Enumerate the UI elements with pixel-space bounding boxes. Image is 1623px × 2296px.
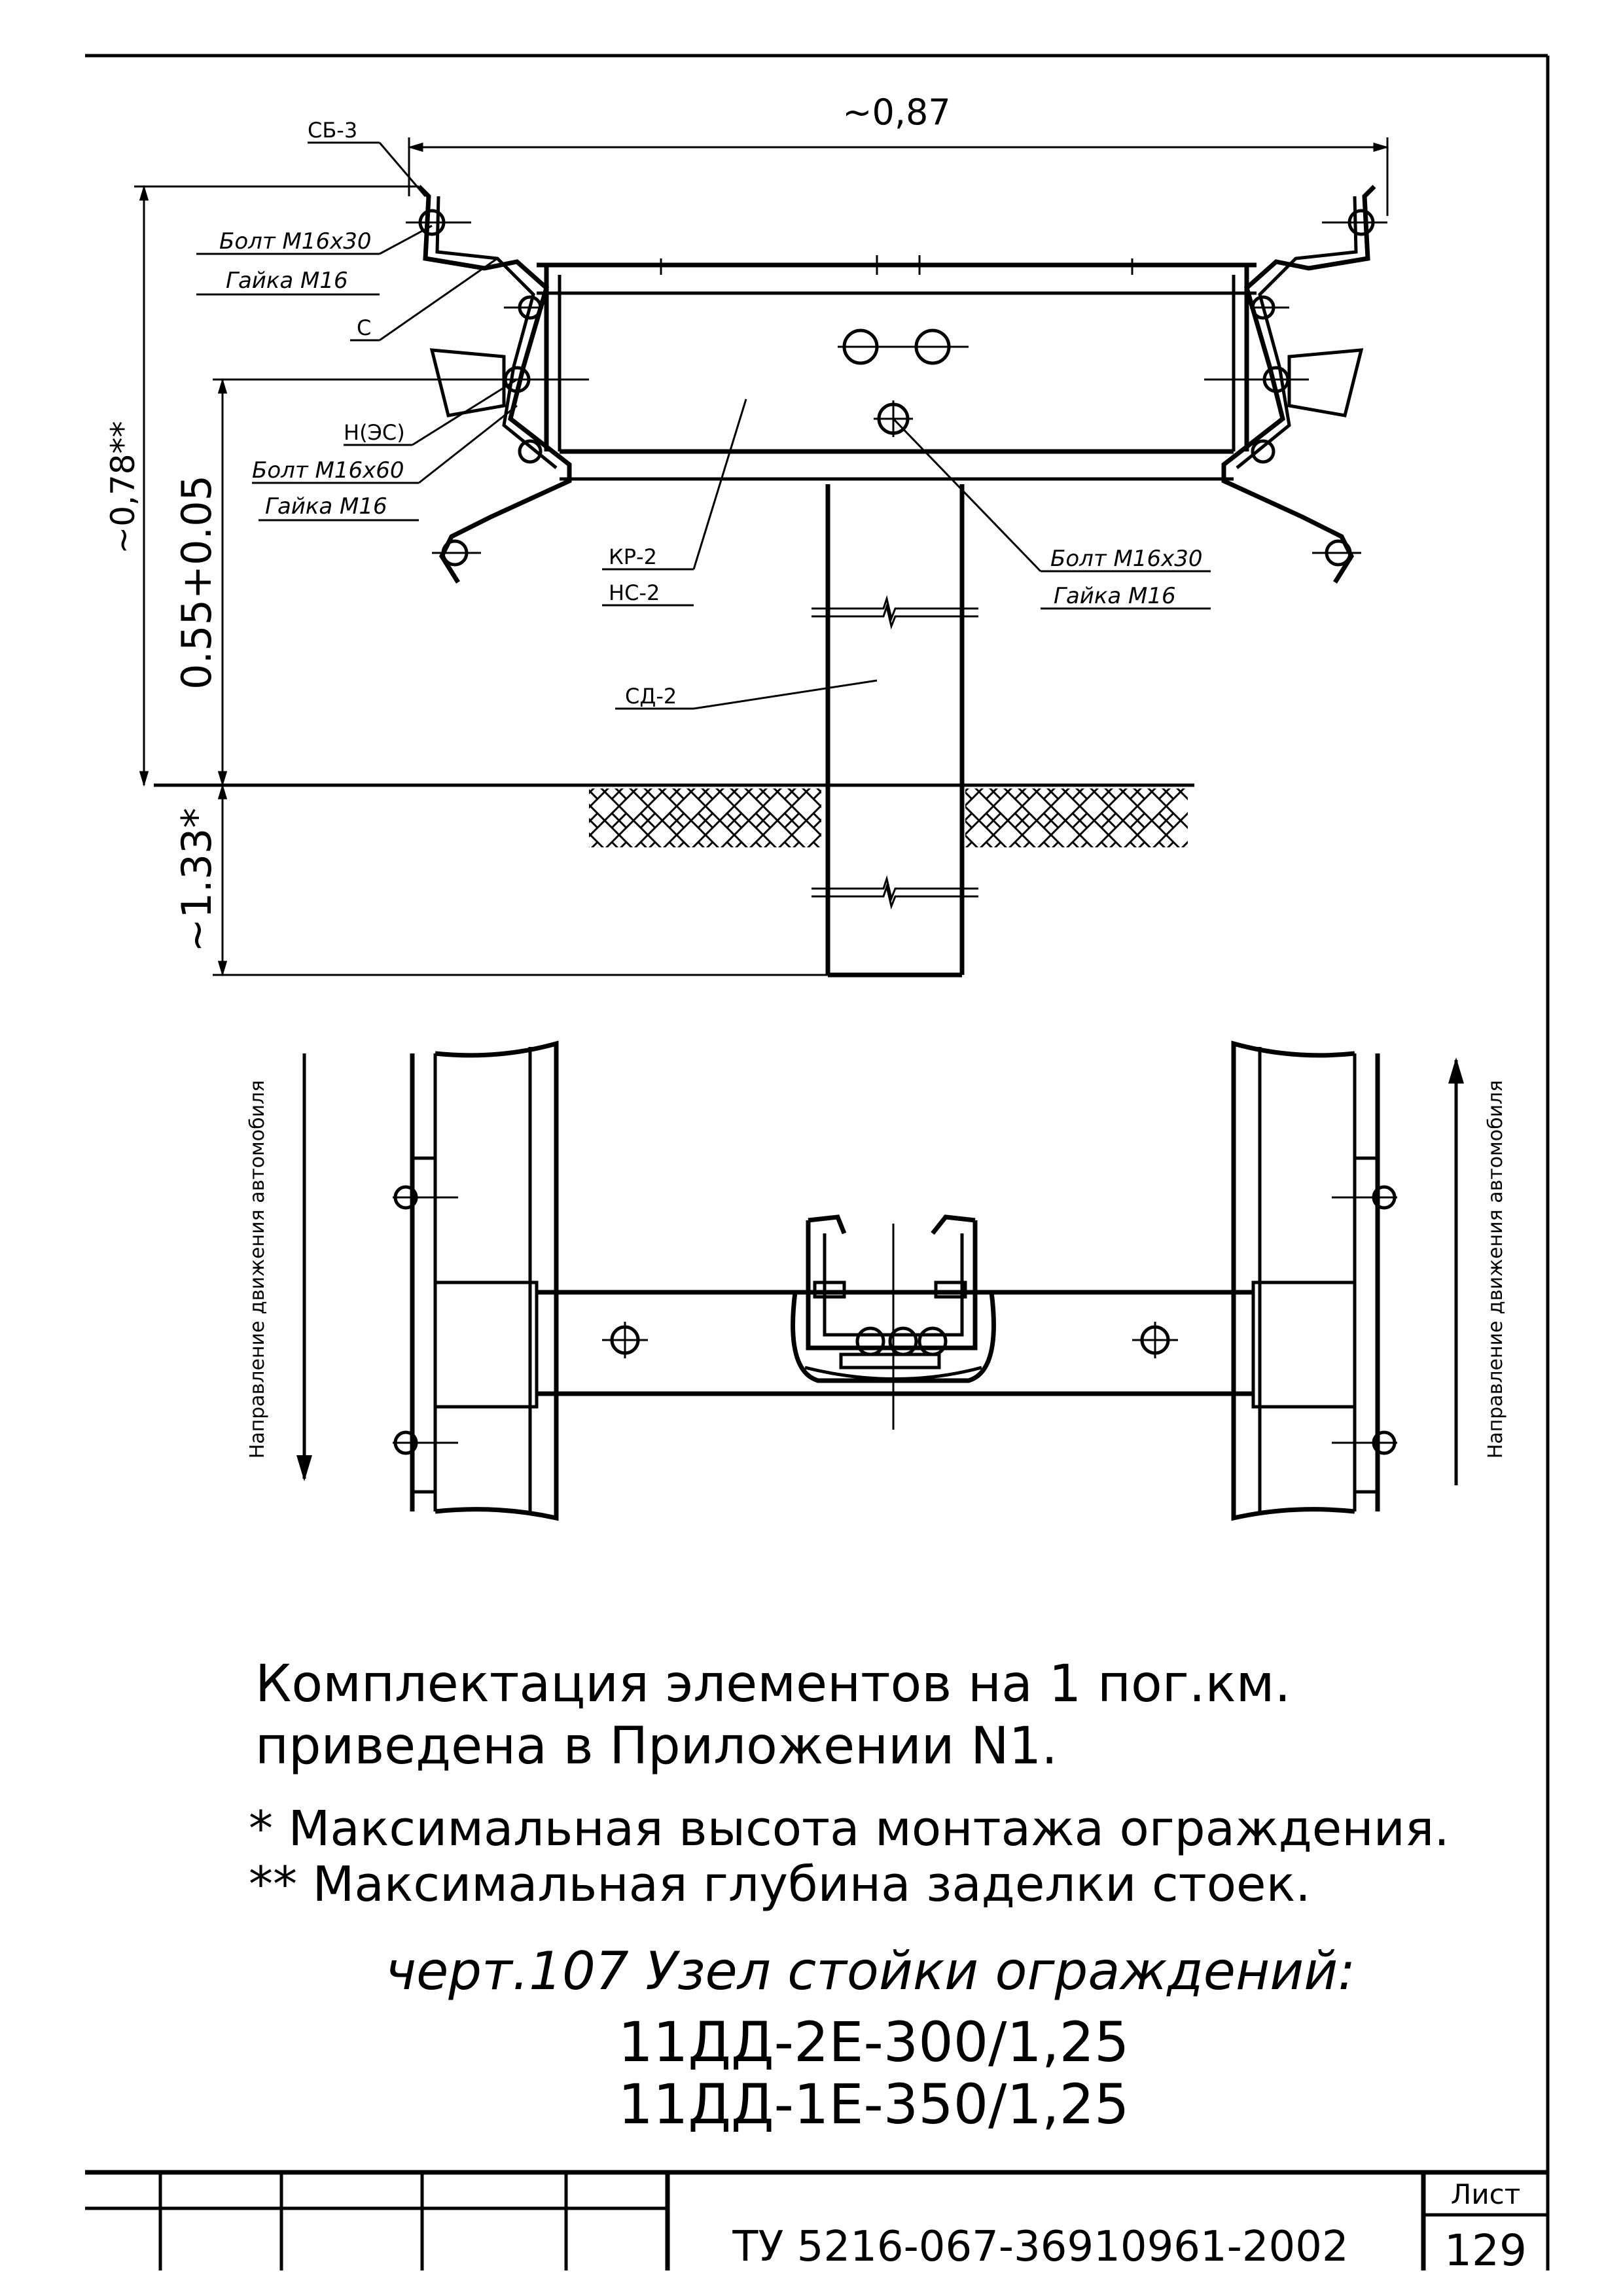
sheet-label: Лист: [1451, 2178, 1520, 2210]
dim-embed-depth: ~1.33*: [173, 783, 828, 977]
plan-view: Направление движения автомобиля Направле…: [246, 1040, 1507, 1521]
dim-top-width: ~0,87: [407, 92, 1389, 216]
callout-kr2: КР-2: [609, 544, 657, 569]
drawing-code2: 11ДД-1Е-350/1,25: [618, 2072, 1130, 2136]
dim-total-height-label: ~0,78**: [104, 421, 142, 554]
callout-nut-top: Гайка М16: [226, 268, 348, 294]
drawing-code1: 11ДД-2Е-300/1,25: [618, 2010, 1130, 2074]
callout-bolt-mid: Болт М16х60: [252, 457, 404, 484]
callout-bolt-top: Болт М16х30: [219, 228, 371, 255]
soil-hatch-left: [589, 788, 821, 847]
note-line2: приведена в Приложении N1.: [255, 1717, 1058, 1776]
title-block: ТУ 5216-067-36910961-2002 Лист 129: [85, 2170, 1548, 2276]
callout-sb3: СБ-3: [308, 118, 357, 143]
plan-crossbar: [433, 1280, 1357, 1409]
dim-total-height: ~0,78**: [104, 185, 419, 787]
callout-bolt-right: Болт М16х30: [1050, 546, 1202, 572]
cross-section-view: ~0,87 ~0,78** 0.55+0.05 ~1.33*: [104, 92, 1389, 978]
direction-label-right: Направление движения автомобиля: [1484, 1080, 1507, 1459]
dim-rail-height: 0.55+0.05: [173, 378, 497, 787]
callout-leaders: [196, 141, 1211, 710]
post-sd2: [812, 484, 978, 978]
dim-embed-depth-label: ~1.33*: [173, 808, 221, 953]
callout-c: С: [357, 315, 371, 340]
note-line1: Комплектация элементов на 1 пог.км.: [255, 1655, 1291, 1714]
sheet-number: 129: [1444, 2225, 1527, 2276]
right-rail-profile: [1204, 185, 1387, 584]
notes-block: Комплектация элементов на 1 пог.км. прив…: [249, 1655, 1450, 2136]
callout-sd2: СД-2: [625, 684, 677, 709]
dim-top-width-label: ~0,87: [842, 92, 950, 133]
note-star2: ** Максимальная глубина заделки стоек.: [249, 1856, 1311, 1913]
callout-ns2: НС-2: [609, 580, 660, 605]
crossbar-kr2: [537, 255, 1257, 481]
drawing-title: черт.107 Узел стойки ограждений:: [385, 1941, 1355, 2002]
callout-n-es: Н(ЭС): [344, 420, 405, 445]
callout-nut-right: Гайка М16: [1054, 583, 1176, 609]
soil-hatch-right: [965, 788, 1188, 847]
note-star1: * Максимальная высота монтажа ограждения…: [249, 1801, 1450, 1857]
sheet-frame: [85, 54, 1550, 2270]
direction-label-left: Направление движения автомобиля: [246, 1080, 269, 1459]
dim-rail-height-label: 0.55+0.05: [173, 475, 221, 690]
doc-number: ТУ 5216-067-36910961-2002: [732, 2223, 1348, 2271]
left-rail-profile: [406, 185, 589, 584]
plan-post-cap: [791, 1214, 996, 1430]
callout-nut-mid: Гайка М16: [265, 493, 387, 520]
